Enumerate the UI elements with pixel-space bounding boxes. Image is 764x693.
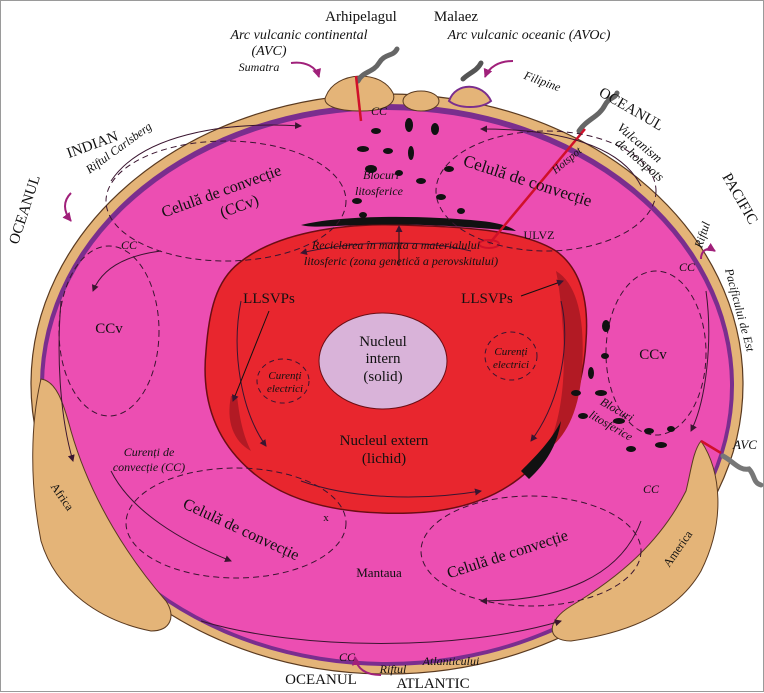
label-inner-core-3: (solid) [363,369,402,385]
label-pacific-rift-1: Riftul [691,219,713,250]
label-ulvz: ULVZ [524,228,555,242]
label-avc-right: AVC [732,437,757,452]
label-x-mark: x [323,512,329,524]
label-outer-core-2: (lichid) [362,451,406,467]
label-arhipelagul: Arhipelagul [325,9,397,25]
filipine-pointer [485,61,513,77]
label-cc-right: CC [679,260,696,274]
label-cc-bottom: CC [339,650,356,664]
label-ocean-atlantic-2: ATLANTIC [396,676,469,692]
label-llsvp-right: LLSVPs [461,291,513,307]
label-ocean-pacific-2: PACIFIC [719,171,761,228]
label-cc-bottom-right: CC [643,482,660,496]
label-atlantic-rift-2: Atlanticului [422,654,480,668]
label-mantle: Mantaua [356,565,402,580]
label-sumatra: Sumatra [239,60,280,74]
label-avoc: Arc vulcanic oceanic (AVOc) [447,28,611,43]
sumatra-pointer [291,63,319,77]
filipine-arc [449,87,491,107]
label-cc-top: CC [371,104,388,118]
label-atlantic-rift-1: Riftul [379,662,407,676]
label-outer-core-1: Nucleul extern [340,433,429,449]
label-llsvp-left: LLSVPs [243,291,295,307]
label-malaez: Malaez [434,9,478,25]
island-bump-1 [403,91,439,111]
label-cc-left: CC [121,238,138,252]
label-blocks-upper-2: litosferice [355,184,404,198]
label-conv-currents-2: convecție (CC) [113,460,185,474]
carlsberg-pointer [65,193,71,221]
volcano-smoke-left [358,49,397,81]
label-avc-abbr: (AVC) [251,44,286,59]
label-recycling-1: Reciclarea în manta a materialului [311,238,480,252]
label-inner-core-1: Nucleul [359,334,406,350]
label-currents-left-1: Curenți [268,370,301,382]
label-currents-right-2: electrici [493,359,529,371]
label-conv-currents-1: Curenți de [124,445,175,459]
label-filipine: Filipine [521,68,563,95]
avc-right-smoke [723,456,761,485]
label-inner-core-2: intern [366,351,401,367]
label-avc-continental: Arc vulcanic continental [229,28,367,43]
volcano-smoke-mid [463,63,481,79]
label-cell-left: CCv [95,321,123,337]
label-currents-left-2: electrici [267,383,303,395]
label-ocean-indian-1: OCEANUL [7,173,44,246]
label-cell-right: CCv [639,347,667,363]
label-blocks-upper-1: Blocuri [363,168,399,182]
label-ocean-atlantic-1: OCEANUL [285,672,357,688]
label-recycling-2: litosferic (zona genetică a perovskitulu… [304,254,498,268]
label-currents-right-1: Curenți [494,346,527,358]
